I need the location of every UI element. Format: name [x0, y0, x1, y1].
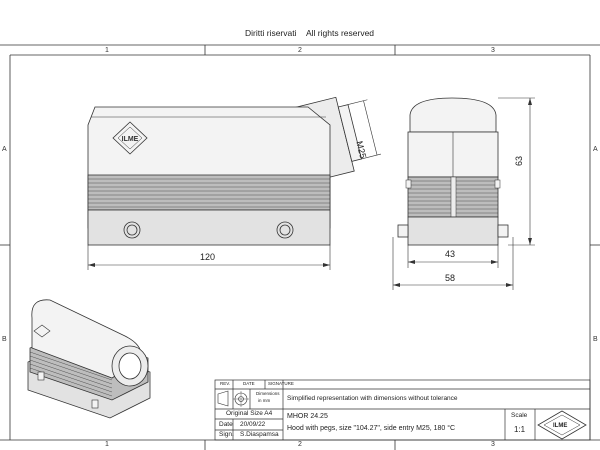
tolerance-note: Simplified representation with dimension… — [287, 395, 458, 402]
zone-column-3-top: 3 — [491, 47, 495, 54]
svg-text:ILME: ILME — [122, 136, 139, 143]
width-inner-dimension-line — [407, 245, 499, 268]
peg-left — [397, 224, 409, 238]
dimensions-note-line1: Dimensions — [256, 391, 280, 396]
dimension-width-outer-label: 58 — [445, 273, 456, 283]
sign-value: S.Diaspamsa — [240, 431, 279, 438]
dimension-length-label: 120 — [200, 252, 216, 262]
isometric-view — [27, 299, 151, 419]
ilme-logo — [537, 410, 587, 440]
date-field-label: Date — [219, 421, 233, 428]
zone-column-2-bottom: 2 — [298, 441, 302, 448]
dimension-width-inner-label: 43 — [445, 249, 456, 259]
part-code: MHOR 24.25 — [287, 413, 328, 420]
ilme-logo-diamond: ILME — [112, 121, 148, 155]
length-dimension-line — [87, 245, 331, 270]
zone-row-b-left: B — [2, 336, 7, 343]
front-view: ILME — [87, 96, 381, 270]
zone-row-a-left: A — [2, 146, 7, 153]
width-outer-dimension-line — [392, 237, 514, 290]
dimension-height-label: 63 — [514, 155, 524, 166]
date-column-label: DATE — [243, 381, 255, 386]
zone-row-a-right: A — [593, 146, 598, 153]
projection-symbol — [217, 390, 249, 407]
title-block-lines — [214, 379, 591, 441]
logo-text: ILME — [553, 423, 568, 429]
part-description: Hood with pegs, size "104.27", side entr… — [287, 425, 456, 432]
rights-reserved-italian: Diritti riservati — [245, 28, 297, 38]
zone-column-1-top: 1 — [105, 47, 109, 54]
screw-hole-right — [276, 221, 294, 239]
rev-label: REV. — [220, 381, 231, 386]
zone-row-b-right: B — [593, 336, 598, 343]
original-size: Original Size A4 — [226, 410, 273, 417]
signature-label: SIGNATURE — [268, 381, 294, 386]
zone-column-3-bottom: 3 — [491, 441, 495, 448]
height-dimension-line — [498, 97, 535, 246]
side-base — [407, 216, 499, 246]
ribbed-band — [87, 174, 331, 211]
screw-hole-left — [123, 221, 141, 239]
rights-reserved-english: All rights reserved — [306, 28, 375, 38]
side-view — [392, 97, 535, 290]
scale-label: Scale — [511, 412, 528, 419]
dimensions-note-line2: in mm — [258, 398, 271, 403]
zone-column-1-bottom: 1 — [105, 441, 109, 448]
peg-right — [497, 224, 509, 238]
date-value: 20/09/22 — [240, 421, 266, 428]
side-hood-top — [409, 97, 497, 133]
zone-column-2-top: 2 — [298, 47, 302, 54]
sign-field-label: Sign. — [219, 431, 234, 438]
scale-value: 1:1 — [514, 425, 526, 434]
entry-dimension-line — [347, 99, 381, 160]
